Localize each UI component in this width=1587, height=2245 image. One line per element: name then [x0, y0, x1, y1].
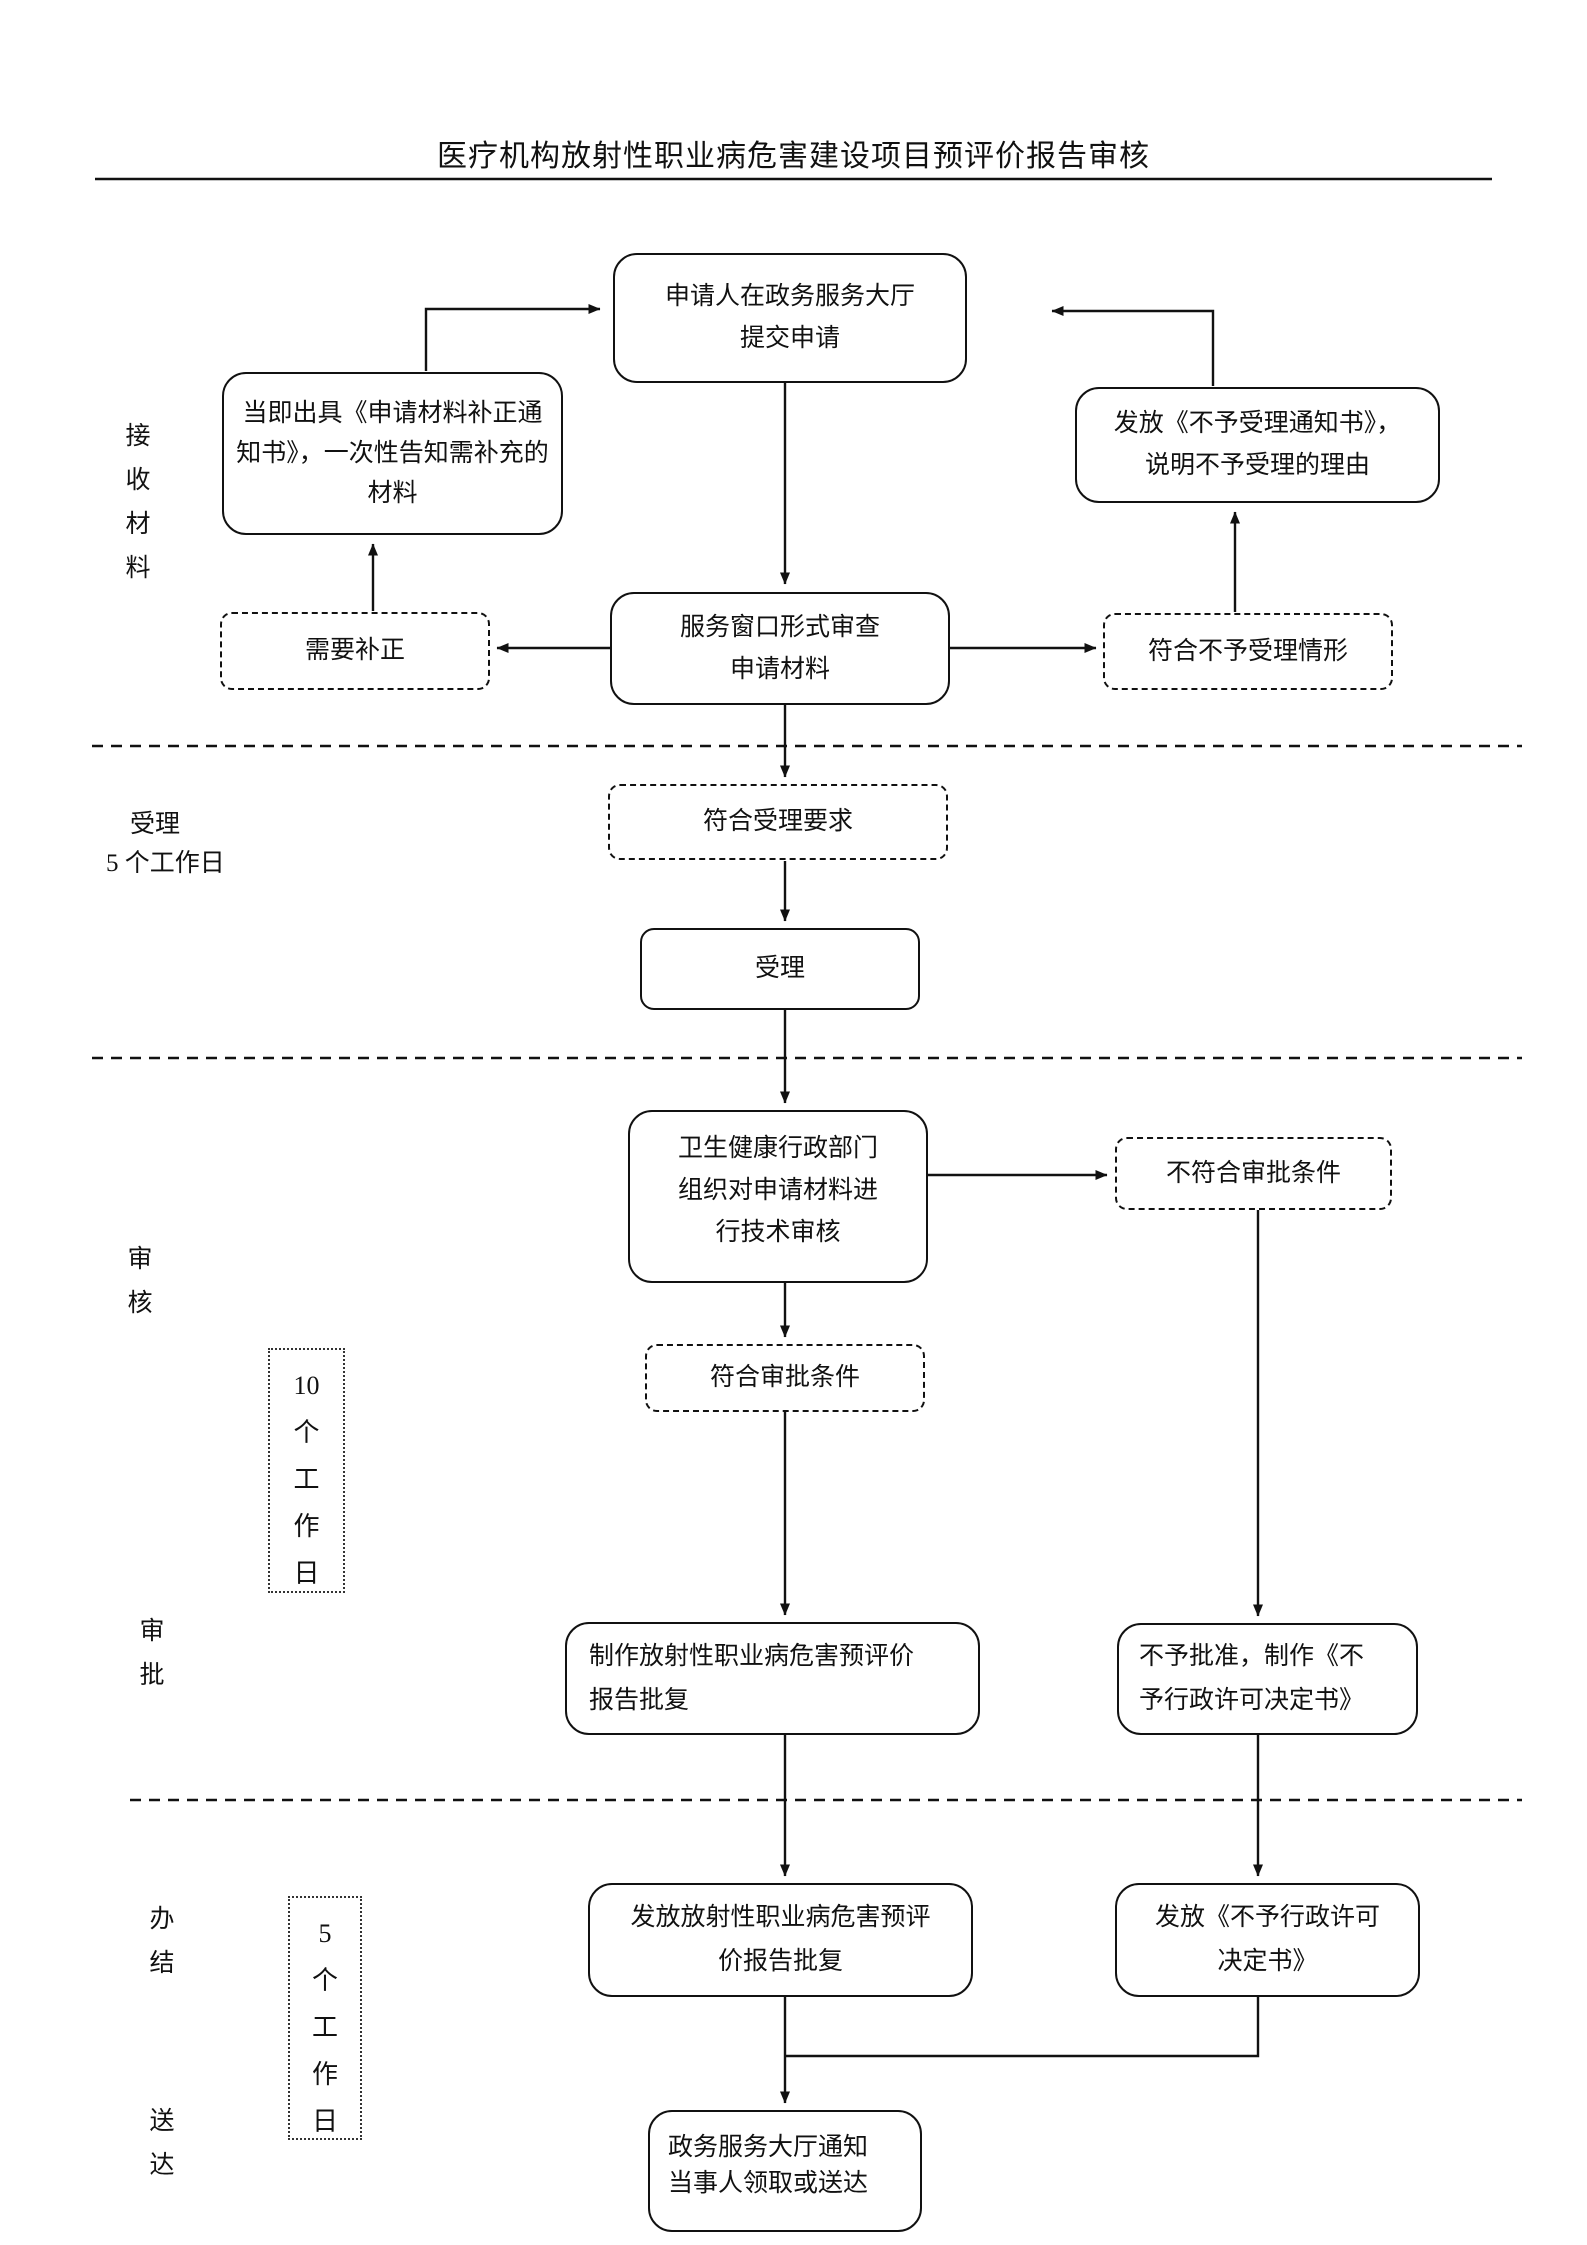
duration-char: 日: [311, 2107, 338, 2136]
stage-label-receive: 接 收 材 料: [120, 415, 156, 591]
node-text-line: 说明不予受理的理由: [1144, 452, 1370, 479]
node-issue-approval-reply: 发放放射性职业病危害预评 价报告批复: [588, 1883, 973, 1997]
node-text-line: 卫生健康行政部门: [677, 1135, 878, 1162]
node-accept: 受理: [640, 928, 920, 1010]
duration-char: 10: [293, 1371, 320, 1400]
stage-label-approve: 审 批: [134, 1610, 170, 1698]
node-text-line: 发放《不予受理通知书》，: [1113, 410, 1402, 437]
node-text-line: 不符合审批条件: [1165, 1159, 1341, 1187]
node-text-line: 组织对申请材料进: [677, 1177, 878, 1204]
node-text-line: 报告批复: [589, 1686, 690, 1714]
node-text-line: 政务服务大厅通知: [668, 2134, 869, 2161]
node-text-line: 制作放射性职业病危害预评价: [589, 1642, 915, 1670]
node-window-review: 服务窗口形式审查 申请材料: [610, 592, 950, 705]
line-issue-denial-join: [785, 1997, 1260, 2058]
stage-label-char: 结: [149, 1950, 175, 1977]
node-text-line: 发放放射性职业病危害预评: [630, 1904, 931, 1931]
node-text-line: 行技术审核: [715, 1219, 841, 1246]
duration-char: 日: [293, 1559, 320, 1588]
arrow-supplement-to-submit: [424, 304, 601, 371]
node-text-line: 服务窗口形式审查: [679, 613, 880, 641]
page-title: 医疗机构放射性职业病危害建设项目预评价报告审核: [437, 140, 1150, 173]
stage-label-char: 批: [139, 1662, 165, 1689]
node-not-meet-approval: 不符合审批条件: [1115, 1137, 1392, 1210]
node-tech-review: 卫生健康行政部门 组织对申请材料进 行技术审核: [628, 1110, 928, 1283]
node-text-line: 申请人在政务服务大厅: [664, 283, 915, 310]
node-text-line: 决定书》: [1217, 1948, 1318, 1975]
node-supplement-notice: 当即出具《申请材料补正通 知书》，一次性告知需补充的 材料: [222, 372, 563, 535]
stage-label-char: 审: [127, 1246, 153, 1273]
stage-label-char: 达: [149, 2152, 175, 2179]
stage-label-finish: 办 结: [144, 1898, 180, 1986]
stage-label-deliver: 送 达: [144, 2100, 180, 2188]
node-text-line: 当即出具《申请材料补正通: [242, 399, 543, 427]
stage-label-char: 办: [149, 1906, 175, 1933]
node-text-line: 需要补正: [304, 637, 405, 664]
node-text-line: 予行政许可决定书》: [1139, 1687, 1365, 1714]
node-text-line: 符合不予受理情形: [1147, 637, 1348, 665]
node-submit-application: 申请人在政务服务大厅 提交申请: [613, 253, 967, 383]
duration-char: 个: [293, 1418, 320, 1447]
duration-char: 工: [311, 2013, 338, 2042]
duration-box-finish-5-days: 5 个 工 作 日: [288, 1896, 362, 2140]
stage-label-char: 送: [149, 2108, 175, 2135]
stage-label-review: 审 核: [122, 1238, 158, 1326]
duration-char: 个: [311, 1966, 338, 1995]
duration-char: 工: [293, 1465, 320, 1494]
node-need-supplement: 需要补正: [220, 612, 490, 690]
node-notify-pickup: 政务服务大厅通知 当事人领取或送达: [648, 2110, 922, 2232]
node-meet-approval: 符合审批条件: [645, 1344, 925, 1412]
node-text-line: 发放《不予行政许可: [1154, 1904, 1380, 1931]
node-text-line: 材料: [367, 479, 418, 507]
node-text-line: 不予批准，制作《不: [1139, 1643, 1365, 1670]
node-text-line: 提交申请: [739, 325, 840, 352]
duration-char: 作: [293, 1512, 320, 1541]
node-text-line: 知书》，一次性告知需补充的: [236, 439, 549, 467]
node-text-line: 当事人领取或送达: [668, 2170, 869, 2197]
stage-label-char: 审: [139, 1618, 165, 1645]
duration-char: 作: [311, 2060, 338, 2089]
stage-label-char: 核: [127, 1290, 153, 1317]
node-text-line: 符合审批条件: [709, 1364, 860, 1391]
node-text-line: 价报告批复: [717, 1948, 843, 1975]
node-reject-case: 符合不予受理情形: [1103, 613, 1393, 690]
duration-box-review-10-days: 10 个 工 作 日: [268, 1348, 345, 1593]
stage-label-char: 料: [125, 555, 151, 582]
node-text-line: 申请材料: [729, 655, 830, 683]
node-reject-notice: 发放《不予受理通知书》， 说明不予受理的理由: [1075, 387, 1440, 503]
node-make-approval-reply: 制作放射性职业病危害预评价 报告批复: [565, 1622, 980, 1735]
node-not-approve-decision: 不予批准，制作《不 予行政许可决定书》: [1117, 1623, 1418, 1735]
node-text-line: 受理: [754, 955, 805, 982]
node-issue-denial-decision: 发放《不予行政许可 决定书》: [1115, 1883, 1420, 1997]
stage-label-accept: 受理: [130, 811, 181, 838]
stage-label-char: 接: [125, 423, 151, 450]
stage-label-accept-days: 5 个工作日: [106, 850, 225, 877]
stage-label-char: 材: [125, 511, 151, 538]
stage-label-char: 收: [125, 467, 151, 494]
arrow-denial-to-submit: [1051, 306, 1215, 386]
duration-char: 5: [318, 1919, 332, 1948]
node-text-line: 符合受理要求: [702, 808, 853, 835]
node-meet-accept-requirement: 符合受理要求: [608, 784, 948, 860]
